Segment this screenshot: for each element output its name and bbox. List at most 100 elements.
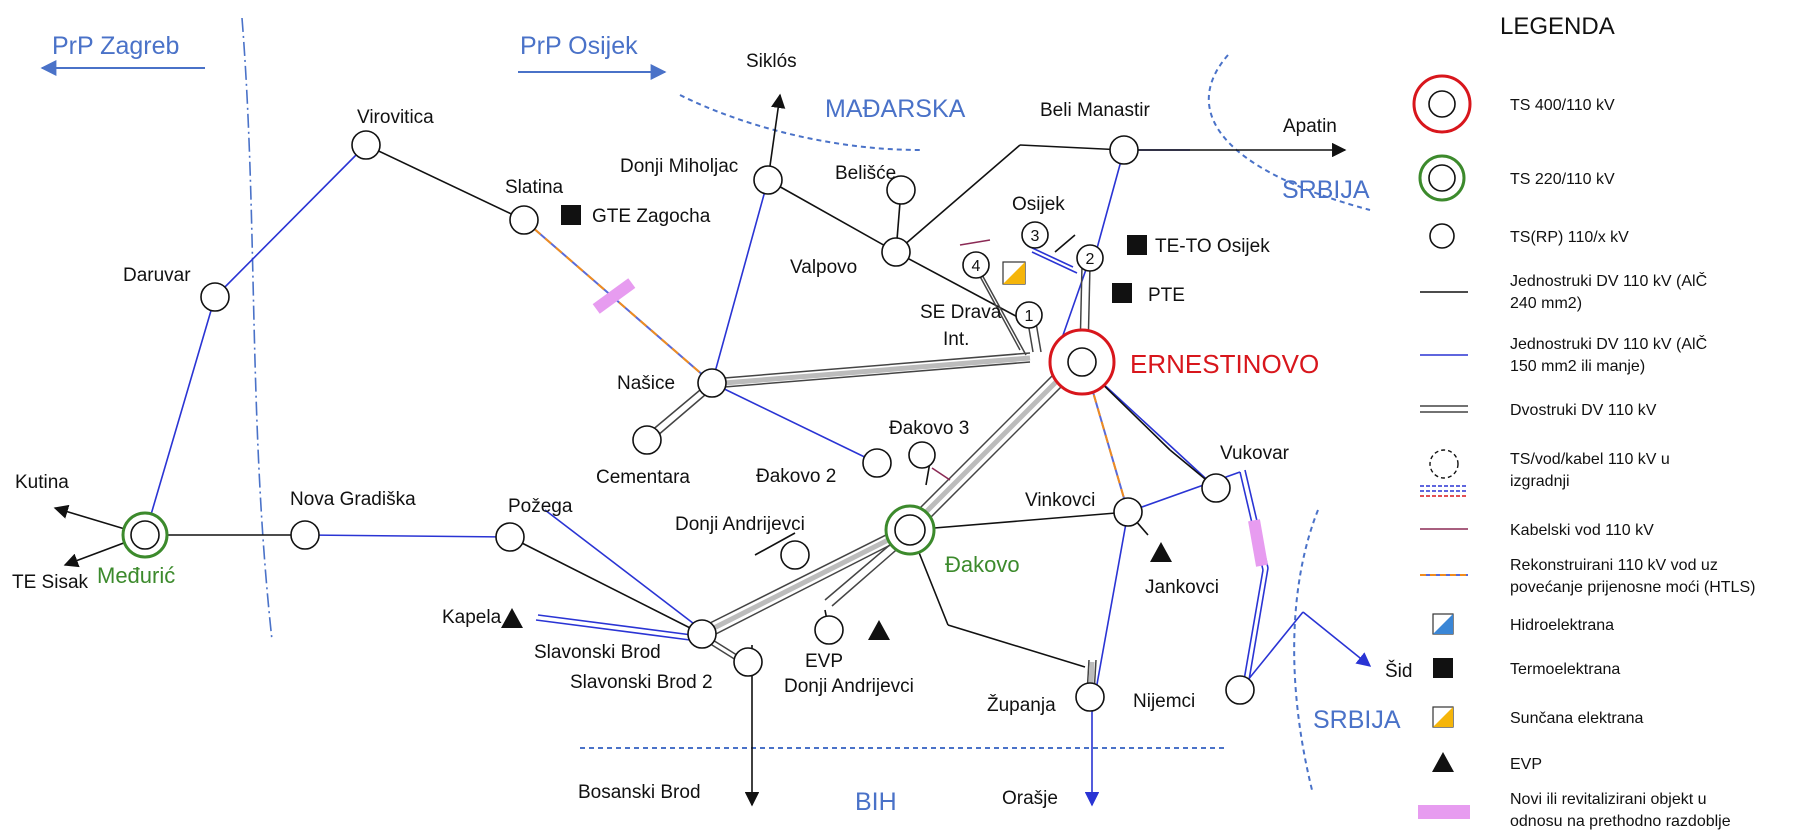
evp-icon <box>1150 542 1172 562</box>
place-virovitica: Virovitica <box>357 107 434 128</box>
ts-beli-manastir <box>1109 135 1139 165</box>
legend-construction-icon <box>1420 449 1468 497</box>
ts-osijek-1 <box>1015 301 1043 329</box>
ts-zupanja <box>1075 682 1105 712</box>
place-vinkovci: Vinkovci <box>1025 490 1095 511</box>
legend-item-line150-1: Jednostruki DV 110 kV (AlČ <box>1510 334 1707 353</box>
place-pozega: Požega <box>508 496 573 517</box>
place-slavonski-brod: Slavonski Brod <box>534 642 661 663</box>
region-madarska: MAĐARSKA <box>825 95 966 123</box>
place-pte: PTE <box>1148 285 1185 306</box>
ts-virovitica <box>351 130 381 160</box>
place-nijemci: Nijemci <box>1133 691 1195 712</box>
ts-belisce <box>886 175 916 205</box>
solar-plant-icon <box>1002 261 1026 285</box>
place-bosanski-brod: Bosanski Brod <box>578 782 701 803</box>
place-valpovo: Valpovo <box>790 257 857 278</box>
ts-vukovar <box>1201 473 1231 503</box>
place-se-drava: SE Drava <box>920 302 1002 323</box>
ts-daruvar <box>200 282 230 312</box>
legend-item-solar: Sunčana elektrana <box>1510 710 1644 727</box>
thermal-plant-icon <box>1127 235 1147 255</box>
border-serbia-top <box>1207 54 1371 211</box>
place-daruvar: Daruvar <box>123 265 191 286</box>
ts-donji-andrijevci <box>780 540 810 570</box>
legend-revitalized-icon <box>1418 805 1470 819</box>
legend-item-line240-1: Jednostruki DV 110 kV (AlČ <box>1510 271 1707 290</box>
osijek-node-2-label: 2 <box>1086 251 1095 268</box>
place-evp-donji-andrijevci: Donji Andrijevci <box>784 676 914 697</box>
region-arrows <box>40 60 667 80</box>
place-siklos: Siklós <box>746 51 797 72</box>
lines-cable <box>931 239 991 481</box>
evp-icon <box>868 620 890 640</box>
place-meduric: Međurić <box>97 563 175 588</box>
place-nova-gradiska: Nova Gradiška <box>290 489 416 510</box>
ts-valpovo <box>881 237 911 267</box>
legend-item-cable: Kabelski vod 110 kV <box>1510 522 1654 539</box>
region-srbija-top: SRBIJA <box>1282 176 1370 204</box>
legend-double-line-icon <box>1420 405 1468 413</box>
ts-nasice <box>697 368 727 398</box>
power-plants <box>501 205 1172 640</box>
place-slatina: Slatina <box>505 177 564 198</box>
place-belisce: Belišće <box>835 163 896 184</box>
ts-osijek-3 <box>1021 221 1049 249</box>
place-vukovar: Vukovar <box>1220 443 1290 464</box>
place-jankovci: Jankovci <box>1145 577 1219 598</box>
legend-ts220-icon <box>1418 154 1466 202</box>
legend-item-double: Dvostruki DV 110 kV <box>1510 402 1657 419</box>
legend-item-revitalized-2: odnosu na prethodno razdoblje <box>1510 813 1731 830</box>
legend-ts400-icon <box>1412 74 1472 134</box>
thermal-plant-icon <box>1112 283 1132 303</box>
border-serbia-bottom <box>1293 509 1319 791</box>
place-kapela: Kapela <box>442 607 502 628</box>
place-slavonski-brod2: Slavonski Brod 2 <box>570 672 713 693</box>
legend-thermal-icon <box>1433 658 1453 678</box>
ts-slavonski-brod <box>687 619 717 649</box>
substations: 1 2 3 4 <box>121 130 1255 712</box>
ts-nijemci <box>1225 675 1255 705</box>
ts-220-meduric <box>121 511 169 559</box>
legend: LEGENDA <box>1412 13 1755 830</box>
place-osijek: Osijek <box>1012 194 1065 215</box>
ts-slavonski-brod2 <box>733 647 763 677</box>
place-evp: EVP <box>805 651 843 672</box>
legend-item-htls-1: Rekonstruirani 110 kV vod uz <box>1510 557 1718 574</box>
place-beli-manastir: Beli Manastir <box>1040 100 1150 121</box>
legend-item-line240-2: 240 mm2) <box>1510 295 1582 312</box>
evp-icon <box>501 608 523 628</box>
legend-item-evp: EVP <box>1510 756 1542 773</box>
ts-nova-gradiska <box>290 520 320 550</box>
region-prp-osijek: PrP Osijek <box>520 32 638 60</box>
place-donji-andrijevci: Donji Andrijevci <box>675 514 805 535</box>
borders <box>241 17 1371 791</box>
region-bih: BIH <box>855 788 897 816</box>
ts-osijek-2 <box>1076 244 1104 272</box>
place-te-sisak: TE Sisak <box>12 572 89 593</box>
region-prp-zagreb: PrP Zagreb <box>52 32 179 60</box>
place-kutina: Kutina <box>15 472 69 493</box>
place-dakovo: Đakovo <box>945 552 1020 577</box>
place-ernestinovo: ERNESTINOVO <box>1130 349 1319 379</box>
osijek-node-3-label: 3 <box>1031 228 1040 245</box>
ts-donji-miholjac <box>753 165 783 195</box>
place-dakovo3: Đakovo 3 <box>889 418 969 439</box>
ts-osijek-4 <box>962 251 990 279</box>
legend-item-ts110: TS(RP) 110/x kV <box>1510 229 1629 246</box>
place-se-drava-int: Int. <box>943 329 969 350</box>
ts-vinkovci <box>1113 497 1143 527</box>
legend-item-ts400: TS 400/110 kV <box>1510 97 1615 114</box>
legend-item-hydro: Hidroelektrana <box>1510 617 1614 634</box>
legend-hydro-icon <box>1432 613 1454 635</box>
place-orasje: Orašje <box>1002 788 1058 809</box>
ts-evp-donji-andrijevci <box>814 615 844 645</box>
ts-220-dakovo <box>884 504 936 556</box>
region-srbija-bottom: SRBIJA <box>1313 706 1401 734</box>
legend-item-thermal: Termoelektrana <box>1510 661 1620 678</box>
legend-evp-icon <box>1432 752 1454 772</box>
place-te-to-osijek: TE-TO Osijek <box>1155 236 1270 257</box>
legend-item-construction-2: izgradnji <box>1510 473 1570 490</box>
place-donji-miholjac: Donji Miholjac <box>620 156 738 177</box>
